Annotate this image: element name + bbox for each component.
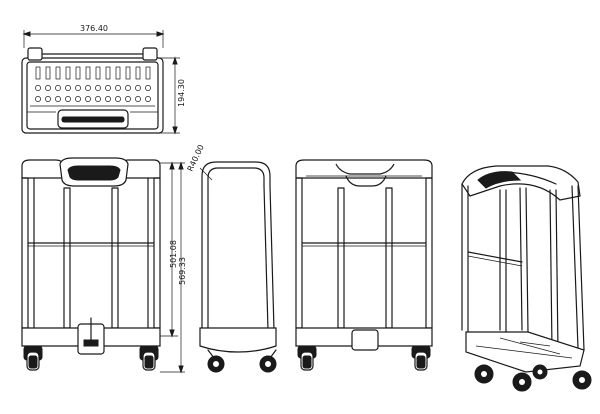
top-depth-dimension: 194.30 [177,79,186,107]
top-view: 376.40 194.30 [21,24,186,135]
top-width-dimension: 376.40 [80,24,108,33]
side-view: R40.00 [186,143,277,373]
inner-height-dimension: 501.08 [169,240,178,268]
front-view: 501.08 569.33 [21,157,187,374]
perspective-view [461,165,592,392]
back-view [295,159,433,371]
total-height-dimension: 569.33 [178,257,187,285]
